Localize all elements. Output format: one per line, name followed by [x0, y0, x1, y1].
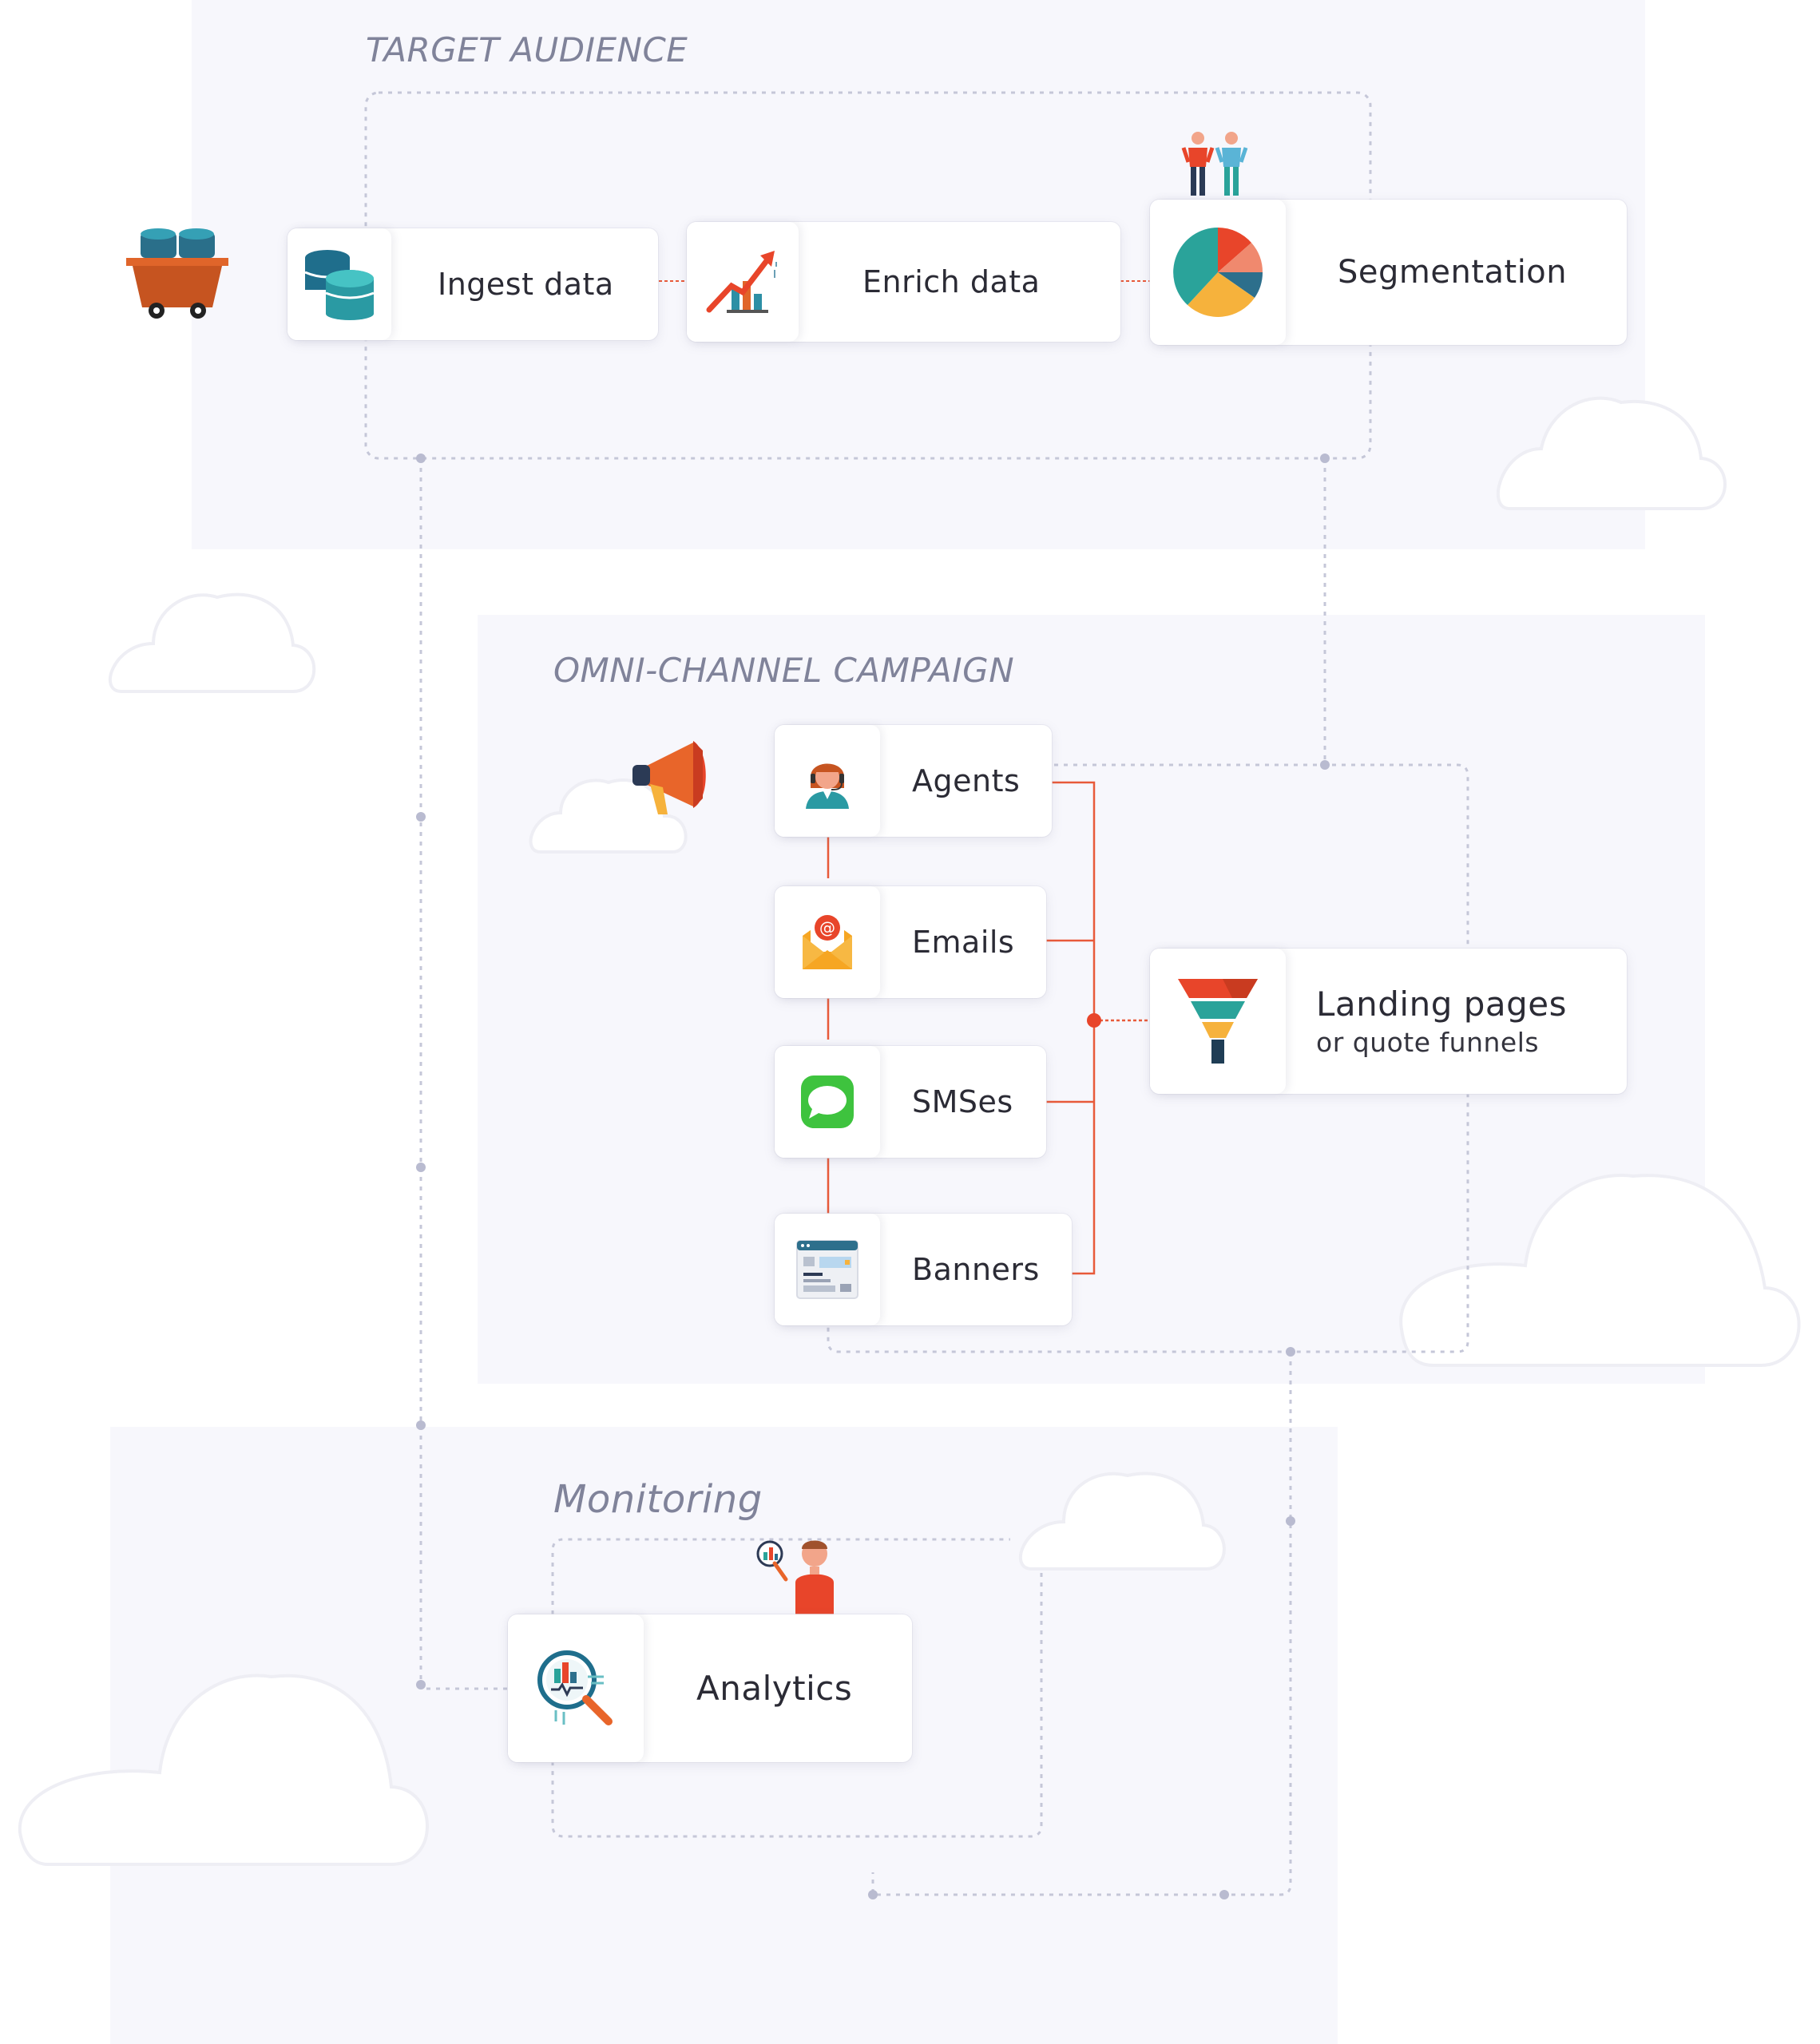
omni-channel-title: OMNI-CHANNEL CAMPAIGN: [553, 651, 1015, 690]
cloud-decoration: [1496, 396, 1727, 510]
monitoring-title: Monitoring: [553, 1477, 763, 1522]
smses-label: SMSes: [912, 1084, 1013, 1119]
email-icon: @: [803, 915, 852, 969]
pie-chart-icon: [1173, 228, 1263, 317]
banners-icon-tile: [775, 1214, 880, 1325]
landing-subtitle: or quote funnels: [1316, 1027, 1540, 1058]
enrich-label: Enrich data: [862, 264, 1041, 299]
banners-card[interactable]: Banners: [775, 1214, 1072, 1325]
landing-title: Landing pages: [1316, 984, 1567, 1024]
analytics-icon-tile: [508, 1614, 644, 1762]
analytics-magnifier-icon: [537, 1650, 613, 1725]
ingest-data-card[interactable]: Ingest data: [287, 228, 658, 340]
enrich-data-card[interactable]: Enrich data: [687, 222, 1120, 342]
smses-icon-tile: [775, 1046, 880, 1158]
banners-label: Banners: [912, 1252, 1040, 1287]
segmentation-card[interactable]: Segmentation: [1150, 200, 1627, 345]
emails-card[interactable]: @ Emails: [775, 886, 1046, 998]
sms-bubble-icon: [801, 1075, 854, 1128]
team-people-icon: [1181, 132, 1248, 196]
landing-label-group: Landing pages or quote funnels: [1316, 949, 1567, 1094]
smses-card[interactable]: SMSes: [775, 1046, 1046, 1158]
funnel-icon: [1178, 979, 1258, 1064]
cloud-decoration: [18, 1674, 429, 1866]
enrich-icon-tile: [687, 222, 799, 342]
ingest-icon-tile: [287, 228, 391, 340]
web-banner-icon: [796, 1240, 858, 1299]
agents-card[interactable]: Agents: [775, 725, 1052, 837]
growth-chart-icon: [706, 251, 777, 313]
emails-icon-tile: @: [775, 886, 880, 998]
emails-label: Emails: [912, 925, 1015, 960]
target-audience-title: TARGET AUDIENCE: [366, 30, 688, 69]
landing-icon-tile: [1150, 949, 1286, 1094]
megaphone-icon: [632, 741, 706, 814]
landing-pages-card[interactable]: Landing pages or quote funnels: [1150, 949, 1627, 1094]
analyst-person-icon: [756, 1540, 834, 1614]
cloud-decoration: [529, 778, 688, 854]
mine-cart-icon: [126, 228, 228, 319]
agents-label: Agents: [912, 763, 1021, 798]
cloud-decoration: [108, 592, 316, 693]
analytics-card[interactable]: Analytics: [508, 1614, 912, 1762]
database-icon: [304, 250, 375, 320]
svg-text:@: @: [819, 918, 835, 937]
cloud-decoration: [1018, 1472, 1226, 1571]
segmentation-icon-tile: [1150, 200, 1286, 345]
ingest-label: Ingest data: [438, 267, 614, 302]
agents-icon-tile: [775, 725, 880, 837]
segmentation-label: Segmentation: [1338, 254, 1568, 291]
cloud-decoration: [1399, 1174, 1801, 1367]
support-agent-icon: [806, 763, 849, 809]
analytics-label: Analytics: [696, 1669, 853, 1708]
